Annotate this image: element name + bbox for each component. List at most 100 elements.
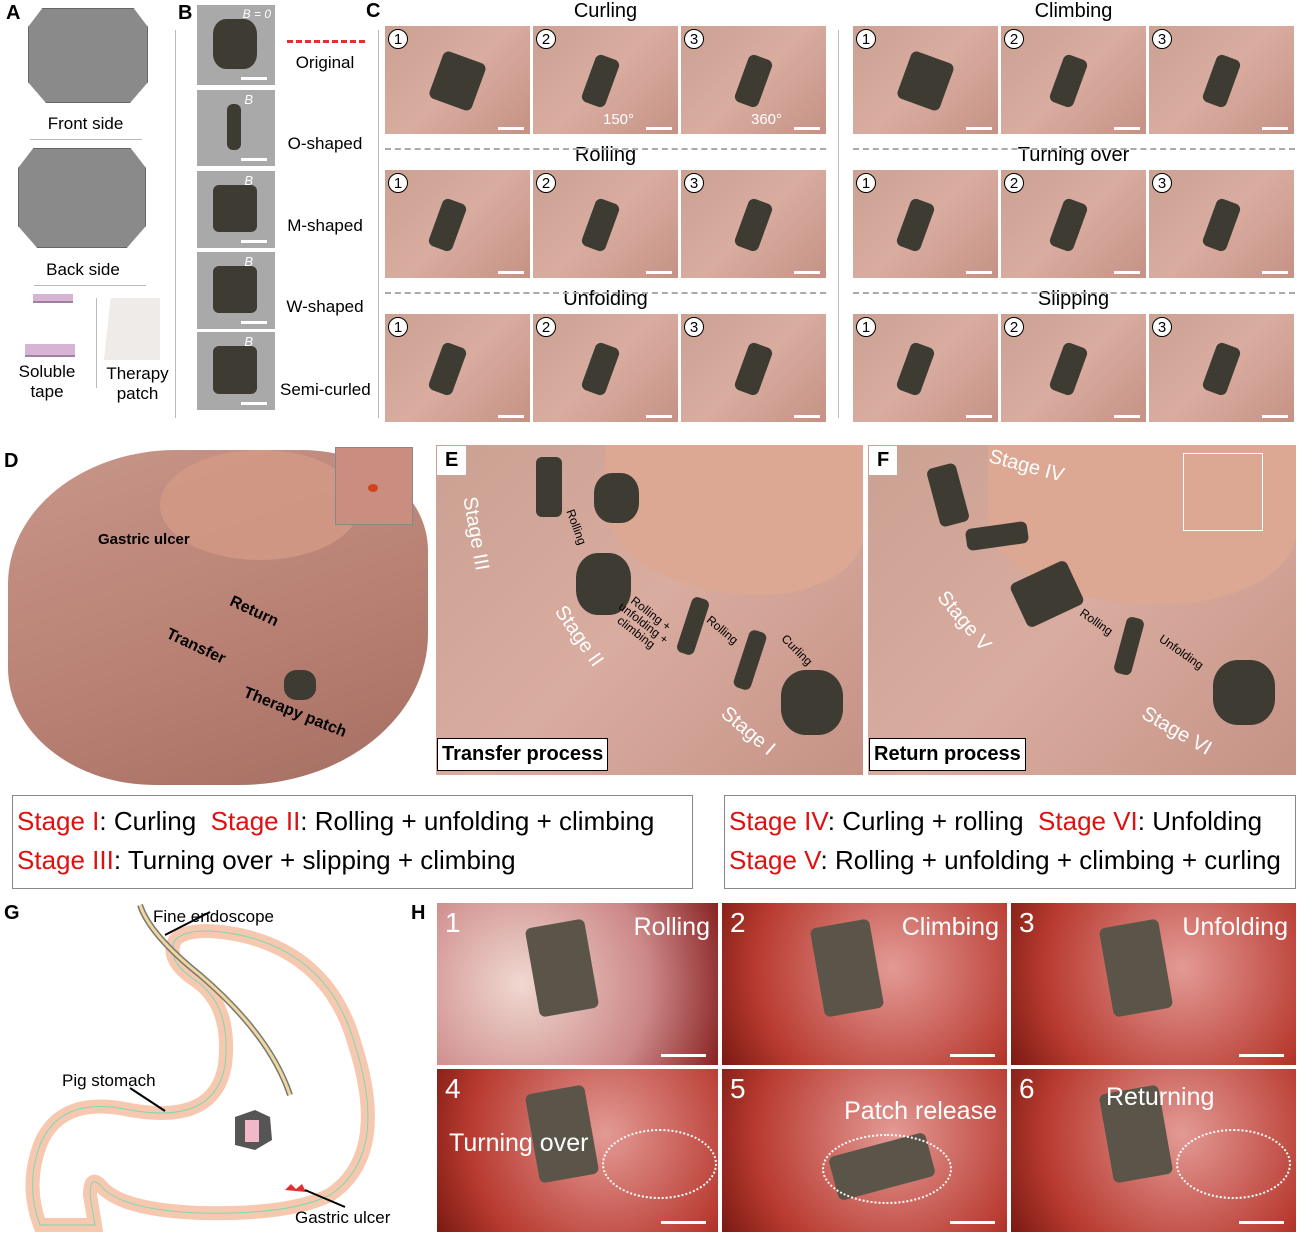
stage-label: Stage III bbox=[458, 495, 493, 573]
scale-bar bbox=[241, 77, 267, 80]
state-photo: B bbox=[197, 90, 275, 166]
stage-actions: : Rolling + unfolding + climbing + curli… bbox=[820, 845, 1281, 875]
front-side-diagram bbox=[28, 8, 148, 103]
stage-name: Stage IV bbox=[729, 806, 828, 836]
original-shape-icon bbox=[287, 40, 365, 43]
frame-number: 1 bbox=[445, 907, 461, 938]
divider bbox=[34, 285, 146, 286]
sequence-frame: 3 bbox=[1149, 314, 1294, 422]
device bbox=[895, 49, 956, 113]
device bbox=[213, 266, 257, 313]
scale-bar bbox=[241, 321, 267, 324]
sequence-frame: 2 bbox=[533, 170, 678, 278]
ulcer-highlight bbox=[822, 1134, 952, 1204]
scale-bar bbox=[1262, 415, 1288, 418]
sequence-frame: 1 bbox=[853, 314, 998, 422]
soluble-tape-label: Soluble tape bbox=[18, 362, 76, 401]
angle-label: 360° bbox=[751, 111, 783, 128]
scale-bar bbox=[646, 271, 672, 274]
device bbox=[809, 918, 885, 1018]
device bbox=[1048, 341, 1089, 397]
shape-label: Original bbox=[295, 53, 355, 72]
divider bbox=[30, 139, 142, 140]
device bbox=[580, 197, 621, 253]
return-photo: Stage IV Stage V Stage VI Rolling Unfold… bbox=[868, 445, 1296, 775]
scale-bar bbox=[646, 127, 672, 130]
frame-number: 2 bbox=[1004, 317, 1024, 337]
transfer-stage-summary: Stage I: Curling Stage II: Rolling + unf… bbox=[12, 795, 693, 889]
frame-number: 2 bbox=[536, 29, 556, 49]
device bbox=[594, 473, 639, 523]
divider bbox=[838, 30, 839, 418]
frame-label: Patch release bbox=[844, 1097, 997, 1125]
scale-bar bbox=[794, 415, 820, 418]
ulcer-inset bbox=[1183, 453, 1263, 531]
scale-bar bbox=[1239, 1054, 1284, 1057]
frame-number: 6 bbox=[1019, 1073, 1035, 1104]
ulcer-highlight bbox=[1176, 1129, 1291, 1199]
sequence-frame: 2 bbox=[1001, 170, 1146, 278]
arrow-label: Rolling bbox=[703, 612, 741, 648]
scale-bar bbox=[1262, 271, 1288, 274]
scale-bar bbox=[950, 1054, 995, 1057]
therapy-patch-icon bbox=[104, 298, 160, 360]
device bbox=[895, 197, 936, 253]
stage-actions: : Turning over + slipping + climbing bbox=[113, 845, 516, 875]
divider bbox=[385, 148, 826, 150]
scale-bar bbox=[498, 271, 524, 274]
scale-bar bbox=[498, 415, 524, 418]
sequence-frame: 2 bbox=[1001, 314, 1146, 422]
frame-number: 1 bbox=[388, 317, 408, 337]
stage-actions: : Curling + rolling bbox=[827, 806, 1039, 836]
transfer-process-label: Transfer process bbox=[437, 738, 609, 771]
stomach-diagram bbox=[25, 903, 375, 1232]
scale-bar bbox=[241, 158, 267, 161]
panel-label-e: E bbox=[437, 446, 467, 475]
scale-bar bbox=[966, 271, 992, 274]
state-photo: B bbox=[197, 252, 275, 329]
device bbox=[733, 53, 774, 109]
sequence-frame: 1 bbox=[385, 170, 530, 278]
sequence-frame: 3 bbox=[1149, 26, 1294, 134]
device bbox=[925, 462, 971, 528]
divider bbox=[853, 148, 1295, 150]
state-photo: B bbox=[197, 332, 275, 410]
scale-bar bbox=[1239, 1221, 1284, 1224]
sequence-frame: 3 bbox=[681, 314, 826, 422]
divider bbox=[175, 30, 176, 418]
sequence-frame: 1 bbox=[385, 314, 530, 422]
sequence-frame: 1 bbox=[853, 170, 998, 278]
return-process-label: Return process bbox=[869, 738, 1026, 771]
soluble-tape-icon bbox=[33, 294, 73, 303]
scale-bar bbox=[794, 271, 820, 274]
summary-line: Stage V: Rolling + unfolding + climbing … bbox=[729, 841, 1291, 880]
summary-line: Stage III: Turning over + slipping + cli… bbox=[17, 841, 688, 880]
scale-bar bbox=[241, 240, 267, 243]
scale-bar bbox=[1114, 415, 1140, 418]
device bbox=[213, 346, 257, 394]
sequence-title: Climbing bbox=[1034, 0, 1113, 22]
frame-number: 3 bbox=[1152, 173, 1172, 193]
panel-label-d: D bbox=[4, 450, 19, 472]
device bbox=[580, 341, 621, 397]
device bbox=[1048, 197, 1089, 253]
stage-name: Stage II bbox=[210, 806, 301, 836]
device bbox=[781, 670, 843, 735]
divider bbox=[385, 292, 826, 294]
frame-number: 3 bbox=[1152, 29, 1172, 49]
field-zero-label: B = 0 bbox=[242, 7, 271, 21]
sequence-title: Curling bbox=[573, 0, 638, 22]
device bbox=[1201, 341, 1242, 397]
device bbox=[427, 197, 468, 253]
frame-label: Unfolding bbox=[1182, 913, 1288, 941]
panel-label-h: H bbox=[411, 902, 426, 924]
ulcer-inset bbox=[335, 447, 413, 525]
